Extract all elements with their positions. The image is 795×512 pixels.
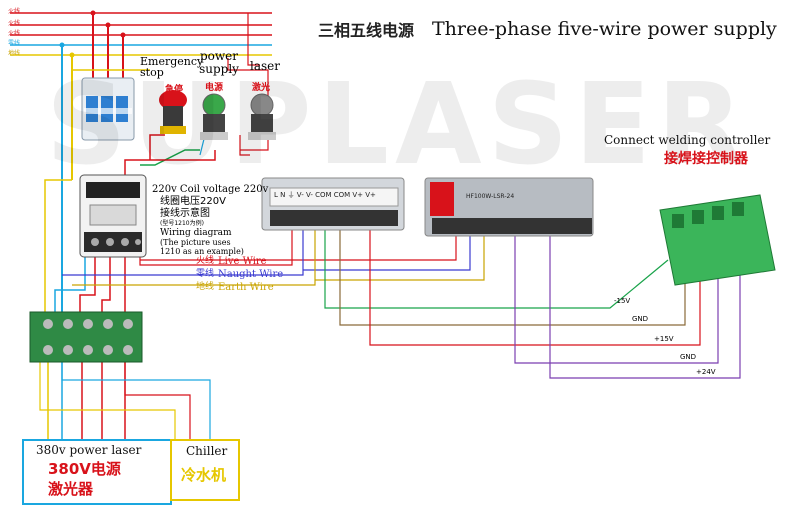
terminal-block	[29, 311, 143, 363]
phase-label-2: 火线	[8, 20, 21, 27]
legend-earth-cn: 地线	[196, 282, 215, 292]
title-cn: 三相五线电源	[318, 21, 415, 40]
coil-voltage-en: 220v Coil voltage 220v	[152, 184, 269, 195]
emergency-label: Emergency stop	[140, 55, 204, 79]
output-label-gnd1: GND	[632, 315, 649, 323]
chiller-cn: 冷水机	[181, 466, 227, 484]
psu2-model: HF100W-LSR-24	[466, 193, 515, 200]
power-button	[200, 93, 228, 140]
chiller-box: Chiller 冷水机	[170, 439, 240, 501]
laser-label-cn: 激光	[252, 83, 271, 93]
laser-button	[248, 93, 276, 140]
legend-live-cn: 火线	[196, 256, 215, 266]
laser-label: laser	[250, 59, 280, 73]
circuit-breaker	[81, 77, 135, 141]
diagram-cn: 接线示意图	[160, 208, 210, 219]
phase-label-neutral: 零线	[8, 40, 21, 47]
phase-label-1: 火线	[8, 8, 21, 15]
coil-voltage-cn: 线圈电压220V	[160, 196, 226, 207]
phase-label-earth: 地线	[8, 50, 21, 57]
output-label-gnd2: GND	[680, 353, 697, 361]
laser-box-cn2: 激光器	[48, 480, 94, 498]
legend-neutral-en: Naught Wire	[218, 269, 284, 280]
psu1-terminals: L N ⏚ V- V- COM COM V+ V+	[274, 191, 376, 199]
legend-neutral-cn: 零线	[196, 269, 215, 279]
green-terminal-connector	[659, 194, 776, 286]
watermark: SUPLASER	[45, 60, 750, 190]
bus-lines	[10, 12, 272, 56]
laser-box-cn1: 380V电源	[48, 460, 121, 478]
note-en-1: (The picture uses	[160, 238, 231, 247]
emergency-stop-button	[159, 90, 187, 134]
output-label-pos24: +24V	[696, 368, 716, 376]
laser-power-box: 380v power laser 380V电源 激光器	[22, 439, 172, 505]
legend-earth-en: Earth Wire	[218, 282, 274, 293]
power-label-cn: 电源	[205, 83, 224, 93]
psu-1	[261, 177, 405, 231]
chiller-en: Chiller	[186, 444, 228, 458]
laser-box-en: 380v power laser	[36, 443, 142, 457]
power-label: power supply	[199, 49, 239, 76]
controller-en: Connect welding controller	[604, 133, 771, 147]
note-en-2: 1210 as an example)	[160, 247, 244, 256]
title-en: Three-phase five-wire power supply	[432, 18, 777, 40]
contactor	[79, 174, 147, 258]
phase-label-3: 火线	[8, 30, 21, 37]
psu-2	[424, 177, 594, 237]
output-label-neg15: -15V	[614, 297, 631, 305]
output-label-pos15: +15V	[654, 335, 674, 343]
model-note: (型号1210为例)	[160, 220, 204, 227]
legend-live-en: Live Wire	[218, 256, 267, 267]
controller-cn: 接焊接控制器	[664, 151, 748, 167]
emergency-label-cn: 急停	[165, 85, 184, 95]
diagram-en: Wiring diagram	[160, 228, 232, 238]
